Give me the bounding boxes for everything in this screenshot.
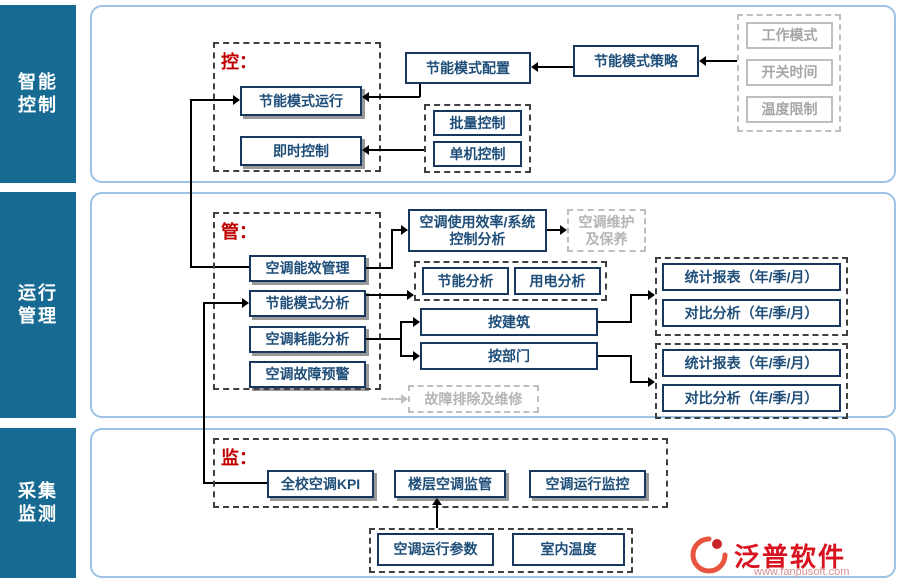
line-building-up <box>630 295 632 323</box>
line-modeana-to-analysis <box>366 294 407 296</box>
line-mgmt-right <box>366 267 393 269</box>
line-mgmt-to-usage <box>391 229 401 231</box>
box-maintenance: 空调维护 及保养 <box>567 209 646 252</box>
box-floor-monitor: 楼层空调监管 <box>394 470 506 498</box>
arrow-direct-to-instant <box>362 145 369 155</box>
box-work-mode: 工作模式 <box>746 22 833 49</box>
arrow-to-building <box>413 317 420 327</box>
line-usage-to-maint <box>547 229 560 231</box>
group-management-dashed <box>213 212 381 390</box>
box-energy-mode-strategy: 节能模式策略 <box>573 45 699 77</box>
box-report1-compare: 对比分析（年/季/月） <box>662 299 841 327</box>
box-single-control: 单机控制 <box>433 141 522 167</box>
box-report1-stat: 统计报表（年/季/月） <box>662 263 841 291</box>
box-instant-control: 即时控制 <box>240 136 362 166</box>
box-energy-mode-run: 节能模式运行 <box>240 86 362 116</box>
fanpu-logo-name: 泛普软件 <box>734 542 847 572</box>
group-control-dashed <box>213 42 381 172</box>
group-report2-dashed <box>655 343 848 419</box>
group-label-control: 控： <box>221 52 257 72</box>
line-consume-right <box>366 338 402 340</box>
line-to-building <box>400 321 413 323</box>
arrow-params-to-floor <box>432 498 442 505</box>
group-analysis-dashed <box>414 261 607 301</box>
line-dept-down <box>630 356 632 383</box>
group-label-management: 管： <box>221 222 257 242</box>
line-to-report2 <box>630 381 648 383</box>
group-monitoring-dashed <box>213 438 668 508</box>
group-direct-control-dashed <box>424 104 531 173</box>
arrow-strategy-to-config <box>531 62 538 72</box>
box-saving-analysis: 节能分析 <box>422 267 509 295</box>
line-config-to-run <box>369 96 420 98</box>
line-to-department <box>400 355 413 357</box>
line-building-right <box>598 321 632 323</box>
connector-a-bottom <box>190 266 249 268</box>
box-indoor-temp: 室内温度 <box>512 533 625 566</box>
connector-a-top <box>190 99 233 101</box>
arrow-to-department <box>413 351 420 361</box>
arrow-usage-to-maint <box>560 225 567 235</box>
arrow-to-report1 <box>648 290 655 300</box>
line-consume-split <box>400 321 402 357</box>
line-direct-to-instant <box>369 149 424 151</box>
connector-b-top <box>203 302 242 304</box>
box-batch-control: 批量控制 <box>433 110 522 136</box>
box-troubleshooting: 故障排除及维修 <box>408 385 539 413</box>
arrow-modeana-to-analysis <box>407 290 414 300</box>
box-energy-mode-config: 节能模式配置 <box>405 52 531 84</box>
connector-a-vertical <box>190 99 192 268</box>
group-label-monitoring: 监： <box>221 448 257 468</box>
line-config-down <box>419 84 421 97</box>
arrow-kpi-to-modeana <box>242 298 249 308</box>
box-temp-limit: 温度限制 <box>746 96 833 123</box>
box-report2-stat: 统计报表（年/季/月） <box>662 349 841 377</box>
fanpu-logo-site: www.fanpusoft.com <box>754 566 850 578</box>
box-report2-compare: 对比分析（年/季/月） <box>662 384 841 412</box>
connector-b-bottom <box>203 482 267 484</box>
box-run-params: 空调运行参数 <box>377 533 494 566</box>
box-run-monitor: 空调运行监控 <box>529 470 646 498</box>
group-params-dashed <box>369 528 633 573</box>
arrow-fault-to-trouble <box>401 394 408 404</box>
line-strategy-to-config <box>538 66 573 68</box>
group-strategy-params-dashed <box>737 14 841 132</box>
box-campus-kpi: 全校空调KPI <box>267 470 374 498</box>
sidebar-collection-monitoring: 采集 监测 <box>0 428 76 578</box>
box-consumption-analysis: 空调耗能分析 <box>249 326 366 353</box>
fanpu-logo-icon <box>690 536 728 574</box>
line-dept-right <box>598 355 632 357</box>
sidebar-intelligent-control: 智能 控制 <box>0 5 76 183</box>
group-report1-dashed <box>655 257 848 336</box>
sidebar-operation-management: 运行 管理 <box>0 192 76 418</box>
box-power-analysis: 用电分析 <box>514 267 601 295</box>
connector-b-vertical <box>203 302 205 484</box>
line-mgmt-up <box>391 230 393 269</box>
box-switch-time: 开关时间 <box>746 59 833 86</box>
arrow-params-to-strategy <box>699 56 706 66</box>
box-by-building: 按建筑 <box>420 308 598 336</box>
box-fault-warning: 空调故障预警 <box>249 361 366 388</box>
line-params-to-floor <box>436 505 438 528</box>
box-usage-efficiency: 空调使用效率/系统 控制分析 <box>408 209 547 252</box>
arrow-mgmt-to-run <box>233 95 240 105</box>
arrow-to-report2 <box>648 377 655 387</box>
line-to-report1 <box>630 294 648 296</box>
line-params-to-strategy <box>706 60 737 62</box>
section-collection-monitoring <box>90 428 896 578</box>
arrow-config-to-run <box>362 92 369 102</box>
arrow-mgmt-to-usage <box>401 225 408 235</box>
box-by-department: 按部门 <box>420 342 598 370</box>
box-efficiency-management: 空调能效管理 <box>249 255 366 282</box>
line-fault-to-trouble <box>381 398 401 400</box>
box-mode-analysis: 节能模式分析 <box>249 290 366 317</box>
